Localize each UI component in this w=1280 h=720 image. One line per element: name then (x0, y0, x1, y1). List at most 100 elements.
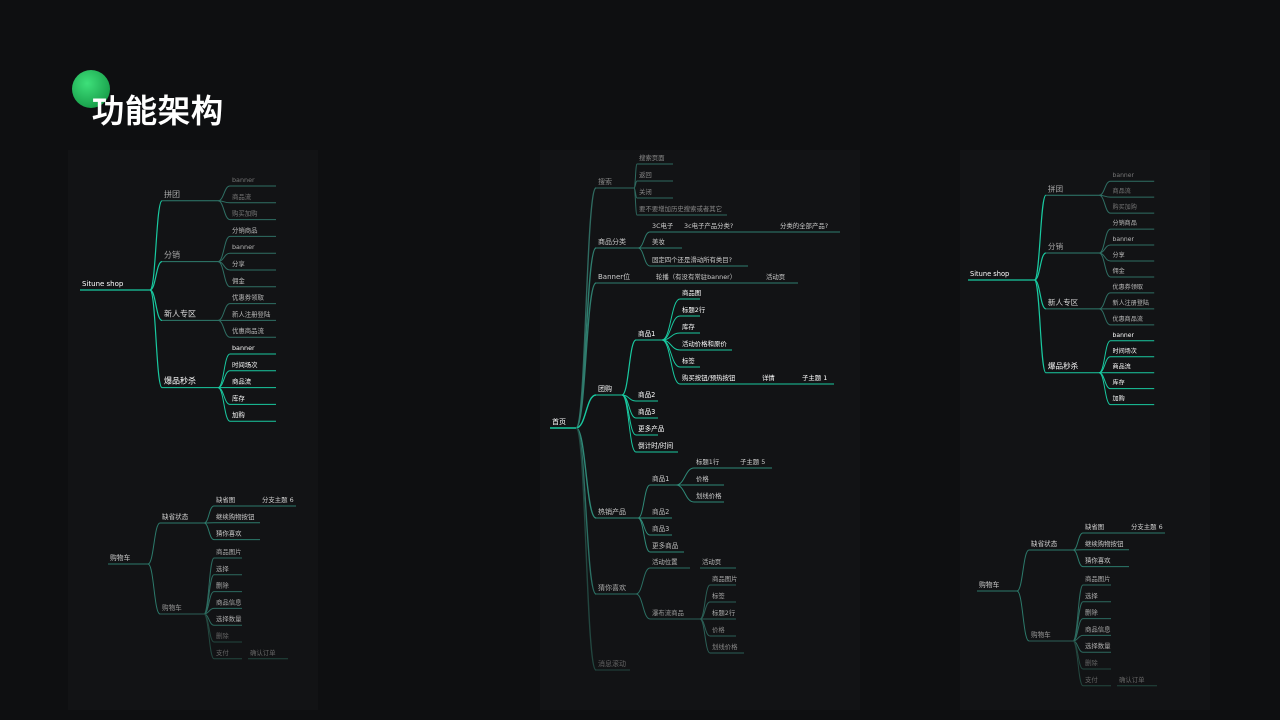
item-r-3-1: 时间场次 (1113, 347, 1137, 355)
branch-connector (1016, 590, 1030, 642)
hot-other-1: 商品3 (652, 524, 669, 533)
item-connector (699, 584, 711, 620)
branch-connector (149, 200, 163, 291)
item-connector (637, 247, 651, 267)
hot-other-2: 更多商品 (652, 541, 679, 550)
guess-activity-sub: 活动页 (702, 557, 721, 566)
item-connector (1072, 584, 1084, 642)
hot-p1-sub: 子主题 5 (740, 457, 765, 466)
waterfall-item-3: 价格 (712, 625, 725, 634)
waterfall-item-0: 商品图片 (712, 574, 738, 583)
cart-item-l-1-0: 商品图片 (216, 547, 242, 556)
item-connector (1072, 549, 1084, 568)
item-l-3-3: 库存 (232, 393, 245, 402)
cart-item-r-1-1: 选择 (1085, 591, 1098, 600)
item-connector (675, 467, 695, 486)
item-l-3-4: 加购 (232, 410, 245, 419)
item-connector (217, 387, 231, 422)
search-item-0: 搜索页面 (639, 153, 665, 162)
category-item-1: 美妆 (652, 237, 665, 246)
item-r-3-0: banner (1113, 332, 1135, 339)
item-connector (217, 303, 231, 321)
cart-item-r-1-2: 删除 (1085, 608, 1098, 617)
branch-connector (575, 282, 597, 429)
branch-connector (1033, 194, 1047, 281)
item-l-2-1: 新人注册登陆 (232, 309, 271, 318)
banner-sub: 活动页 (766, 272, 785, 281)
cart-item-r-1-5: 删除 (1085, 658, 1098, 667)
item-l-0-1: 商品流 (232, 192, 252, 201)
item-l-0-2: 购买加购 (232, 209, 258, 218)
category-item-0: 3C电子 (652, 221, 674, 230)
item-connector (1098, 194, 1111, 214)
cart-root: 购物车 (110, 553, 131, 562)
group-other-0: 商品2 (638, 390, 655, 399)
canvas-panel-center (540, 150, 860, 710)
item-connector (203, 505, 215, 524)
hot-product1: 商品1 (652, 474, 669, 483)
cart-item-r-1-4: 选择数量 (1085, 641, 1111, 650)
branch-r-1: 分销 (1048, 241, 1064, 251)
cart-root: 购物车 (979, 580, 1000, 589)
hot-p1-item-2: 划线价格 (696, 491, 722, 500)
home-branch-group: 团购 (598, 384, 612, 393)
item-connector (633, 187, 638, 216)
branch-connector (575, 187, 597, 429)
item-l-1-1: banner (232, 243, 255, 251)
cart-item-r-0-2: 猜你喜欢 (1085, 556, 1111, 565)
branch-connector (147, 563, 161, 615)
item-r-3-3: 库存 (1113, 379, 1125, 387)
home-branch-category: 商品分类 (598, 237, 626, 246)
item-connector (1098, 292, 1111, 310)
guess-waterfall: 瀑布流商品 (652, 608, 684, 617)
branch-connector (575, 247, 597, 429)
hot-p1-item-0: 标题1行 (696, 457, 720, 466)
branch-connector (575, 427, 597, 595)
cart-item-l-0-0: 缺省图 (216, 495, 235, 504)
item-connector (661, 315, 681, 341)
cart-item-r-1-0: 商品图片 (1085, 574, 1111, 583)
group-p1-item-5: 购买按钮/预热按钮 (682, 373, 736, 382)
branch-connector (149, 261, 163, 291)
waterfall-item-2: 标题2行 (712, 608, 736, 617)
item-connector (1098, 252, 1111, 278)
cart-item-l-0-2: 猜你喜欢 (216, 529, 242, 538)
item-r-1-1: banner (1113, 236, 1135, 243)
item-r-3-4: 加购 (1113, 395, 1125, 403)
group-p1-sub: 子主题 1 (802, 373, 827, 382)
item-connector (661, 298, 681, 341)
cart-branch-r-0: 缺省状态 (1031, 539, 1058, 548)
home-branch-message: 消息滚动 (598, 659, 626, 668)
item-l-1-3: 佣金 (232, 276, 245, 285)
page-title: 功能架构 (92, 92, 225, 130)
branch-connector (147, 522, 161, 565)
cart-item-l-1-5: 删除 (216, 631, 229, 640)
branch-connector (575, 394, 597, 429)
item-connector (1072, 640, 1084, 687)
canvas-panel-left (68, 150, 318, 710)
home-branch-search: 搜索 (598, 177, 612, 186)
branch-l-1: 分销 (164, 250, 180, 260)
item-connector (675, 484, 695, 503)
search-item-1: 返回 (639, 171, 652, 179)
item-connector (217, 200, 231, 221)
group-p1-item-4: 标签 (682, 356, 695, 365)
item-connector (637, 517, 651, 553)
branch-connector (637, 484, 651, 519)
group-p1-detail: 详情 (762, 373, 775, 382)
item-r-0-2: 购买加购 (1113, 203, 1137, 211)
group-other-2: 更多产品 (638, 424, 665, 433)
item-r-2-2: 优惠商品流 (1113, 315, 1143, 323)
group-p1-item-2: 库存 (682, 322, 695, 331)
cart-item-r-1-6: 支付 (1085, 675, 1098, 684)
item-l-3-0: banner (232, 344, 255, 352)
home-branch-guess: 猜你喜欢 (598, 583, 626, 592)
home-branch-hot: 热销产品 (598, 507, 626, 516)
branch-l-0: 拼团 (164, 189, 180, 199)
search-item-2: 关闭 (639, 187, 652, 196)
branch-r-2: 新人专区 (1048, 297, 1079, 307)
cart-item-l-1-4: 选择数量 (216, 614, 242, 623)
cart-item-r-1-3: 商品信息 (1085, 624, 1111, 633)
search-item-3: 要不要增加历史搜索或者其它 (639, 204, 722, 213)
